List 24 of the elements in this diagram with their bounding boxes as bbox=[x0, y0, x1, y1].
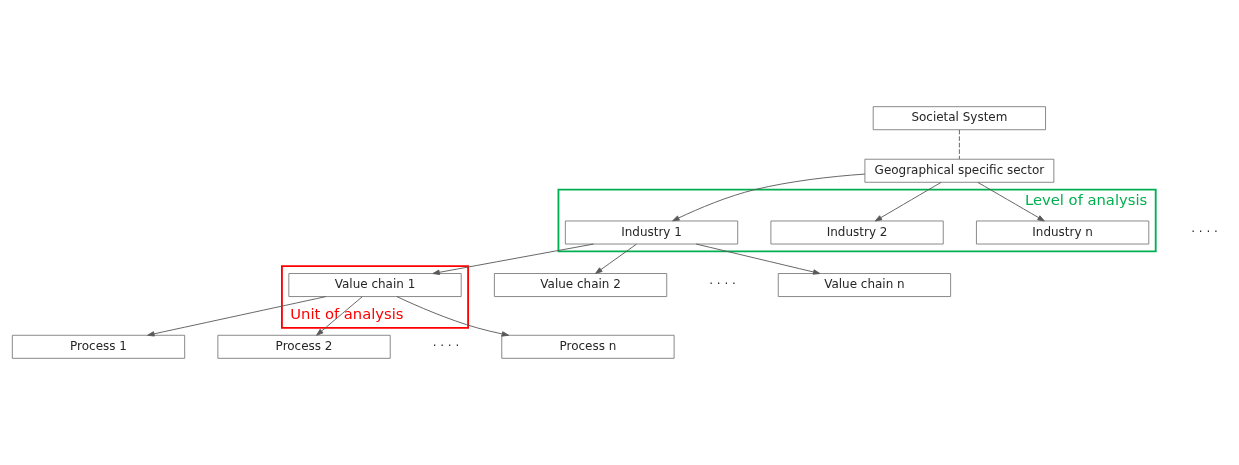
arrow bbox=[977, 181, 1045, 222]
node-box: Process n bbox=[501, 334, 675, 359]
node-box: Industry 2 bbox=[770, 220, 944, 245]
label: · · · · bbox=[1191, 224, 1218, 239]
label: · · · · bbox=[432, 338, 460, 353]
arrow bbox=[432, 243, 594, 275]
node-box: Value chain 2 bbox=[493, 273, 668, 297]
arrow bbox=[874, 181, 942, 222]
node-box: Industry 1 bbox=[564, 220, 739, 245]
node-box: Societal System bbox=[872, 106, 1046, 131]
node-box: Value chain 1 bbox=[288, 273, 462, 297]
arrow bbox=[595, 243, 637, 274]
arrow bbox=[672, 173, 866, 222]
node-box: Process 2 bbox=[217, 334, 391, 359]
arrow bbox=[147, 296, 327, 337]
node-box: Value chain n bbox=[777, 273, 952, 297]
node-box: Industry n bbox=[975, 220, 1150, 245]
arrow bbox=[695, 243, 821, 275]
node-box: Process 1 bbox=[11, 334, 186, 359]
label: · · · · bbox=[709, 277, 736, 292]
arrow bbox=[396, 296, 510, 337]
arrow bbox=[316, 296, 363, 336]
connector bbox=[958, 129, 960, 160]
node-box: Geographical specific sector bbox=[864, 158, 1055, 183]
